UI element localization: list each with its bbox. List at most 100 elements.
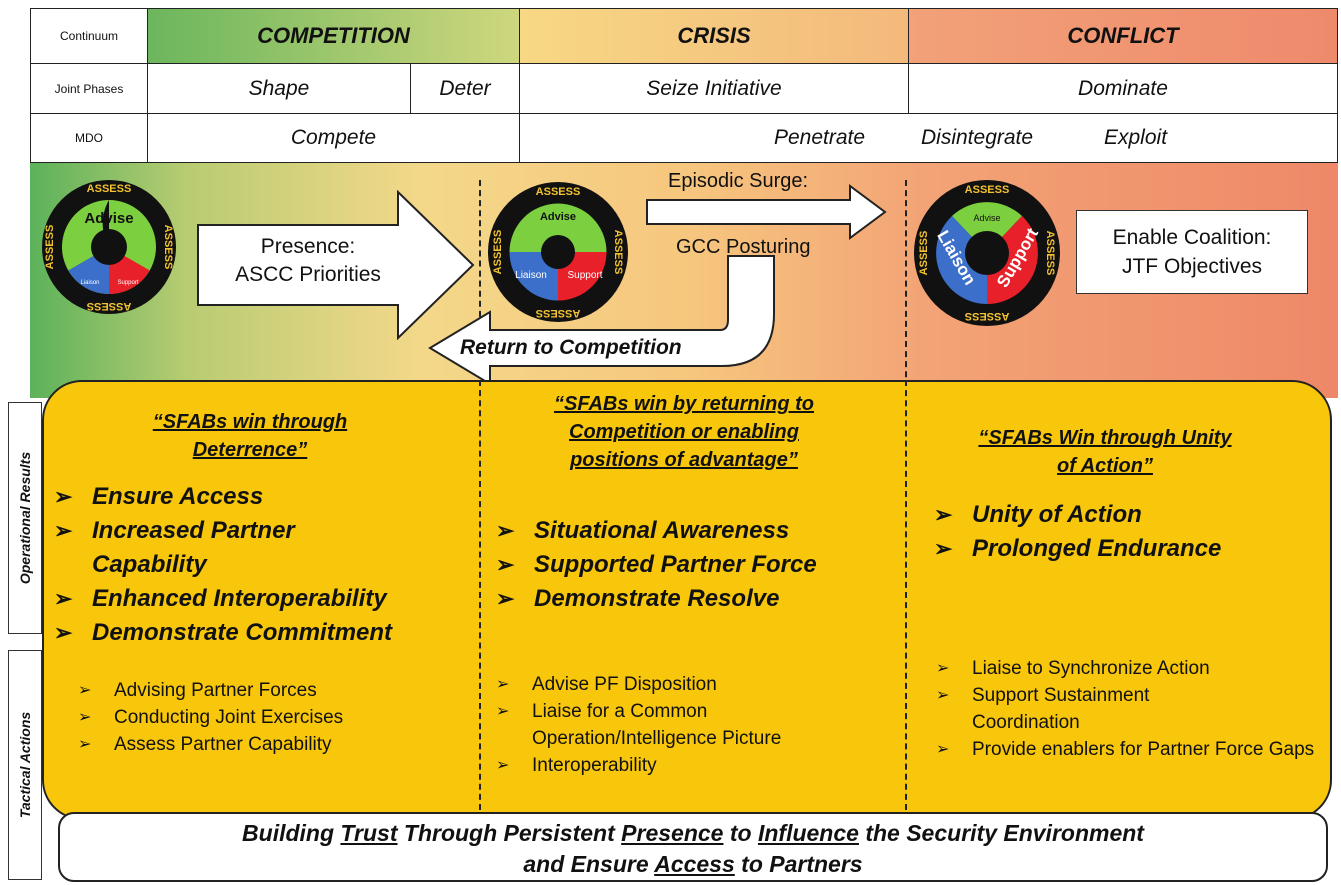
action-item: Advise PF Disposition	[492, 671, 902, 698]
mdo-penetrate: Penetrate	[774, 126, 866, 149]
assessment-wheel-conflict: ASSESS ASSESS ASSESS ASSESS Advise Liais…	[914, 180, 1060, 326]
gcc-posturing-label: GCC Posturing	[676, 236, 811, 258]
statement-text: the Security Environment	[858, 820, 1144, 846]
phase-header-table: Continuum Joint Phases MDO COMPETITION C…	[30, 8, 1338, 163]
return-to-competition-arrow	[428, 255, 775, 386]
wheel2-assess-top: ASSESS	[536, 186, 581, 198]
row-label-continuum: Continuum	[30, 8, 148, 64]
wheel3-advise-label: Advise	[973, 213, 1000, 223]
wheel-support-label: Support	[117, 280, 138, 286]
statement-text: to	[723, 820, 758, 846]
action-item: Support Sustainment Coordination	[932, 682, 1252, 736]
wheel2-liaison-label: Liaison	[515, 270, 547, 281]
quote-line: positions of advantage”	[570, 449, 798, 471]
wheel-liaison-label: Liaison	[80, 280, 99, 286]
crisis-results-list: Situational Awareness Supported Partner …	[494, 514, 904, 616]
competition-actions-list: Advising Partner Forces Conducting Joint…	[74, 677, 474, 758]
wheel-assess-top: ASSESS	[87, 183, 132, 195]
action-item: Advising Partner Forces	[74, 677, 474, 704]
quote-line: of Action”	[1057, 455, 1153, 477]
phase-shape: Shape	[147, 63, 411, 114]
result-item: Unity of Action	[932, 498, 1312, 532]
statement-text: to Partners	[734, 851, 863, 877]
operational-results-label: Operational Results	[17, 451, 34, 585]
conflict-quote: “SFABs Win through Unity of Action”	[920, 424, 1290, 480]
assessment-wheel-crisis: ASSESS ASSESS ASSESS ASSESS Advise Liais…	[488, 182, 628, 322]
competition-quote: “SFABs win through Deterrence”	[80, 408, 420, 464]
tactical-actions-sidebar: Tactical Actions	[8, 650, 42, 880]
statement-text: Building	[242, 820, 341, 846]
statement-emphasis-access: Access	[654, 851, 735, 877]
tactical-actions-label: Tactical Actions	[17, 711, 34, 819]
statement-text: Through Persistent	[397, 820, 622, 846]
action-item: Assess Partner Capability	[74, 731, 474, 758]
return-to-competition-label: Return to Competition	[460, 336, 682, 359]
enable-coalition-label: Enable Coalition:	[1112, 226, 1272, 249]
crisis-actions-list: Advise PF Disposition Liaise for a Commo…	[492, 671, 902, 779]
conflict-actions-list: Liaise to Synchronize Action Support Sus…	[932, 655, 1322, 763]
wheel3-assess-left: ASSESS	[918, 231, 930, 276]
wheel2-assess-bottom: ASSESS	[536, 307, 581, 319]
statement-emphasis-influence: Influence	[757, 820, 859, 846]
action-item: Conducting Joint Exercises	[74, 704, 474, 731]
mission-statement-line-2: and Ensure Access to Partners	[60, 849, 1326, 880]
action-item: Provide enablers for Partner Force Gaps	[932, 736, 1341, 763]
result-item: Demonstrate Resolve	[494, 582, 904, 616]
wheel2-support-label: Support	[567, 270, 602, 281]
continuum-conflict: CONFLICT	[908, 8, 1338, 64]
crisis-quote: “SFABs win by returning to Competition o…	[494, 390, 874, 474]
action-item: Liaise to Synchronize Action	[932, 655, 1322, 682]
mission-statement-line-1: Building Trust Through Persistent Presen…	[60, 818, 1326, 849]
jtf-objectives-label: JTF Objectives	[1121, 255, 1263, 278]
statement-emphasis-presence: Presence	[621, 820, 724, 846]
quote-line: “SFABs win by returning to	[553, 393, 814, 415]
wheel3-assess-top: ASSESS	[965, 184, 1010, 196]
wheel-assess-right: ASSESS	[162, 225, 174, 270]
assessment-wheel-competition: ASSESS ASSESS ASSESS ASSESS Advise Liais…	[42, 180, 176, 314]
quote-line: “SFABs win through	[152, 411, 348, 433]
quote-line: “SFABs Win through Unity	[978, 427, 1232, 449]
row-label-mdo: MDO	[30, 113, 148, 163]
wheel3-assess-bottom: ASSESS	[965, 310, 1010, 322]
competition-results-list: Ensure Access Increased Partner Capabili…	[52, 480, 477, 650]
action-item: Liaise for a Common Operation/Intelligen…	[492, 698, 882, 752]
wheel3-assess-right: ASSESS	[1044, 231, 1056, 276]
presence-arrow-text: Presence: ASCC Priorities	[208, 233, 408, 289]
continuum-crisis: CRISIS	[519, 8, 909, 64]
result-item: Supported Partner Force	[494, 548, 904, 582]
continuum-competition: COMPETITION	[147, 8, 520, 64]
presence-arrow	[197, 190, 475, 340]
result-item: Increased Partner Capability	[52, 514, 392, 582]
mdo-compete: Compete	[147, 113, 520, 163]
quote-line: Competition or enabling	[569, 421, 799, 443]
ascc-priorities-label: ASCC Priorities	[235, 263, 381, 286]
crisis-divider-lower	[479, 380, 481, 810]
enable-coalition-box: Enable Coalition: JTF Objectives	[1076, 210, 1308, 294]
phase-deter: Deter	[410, 63, 520, 114]
mission-statement-banner: Building Trust Through Persistent Presen…	[58, 812, 1328, 882]
wheel2-assess-right: ASSESS	[612, 230, 624, 275]
result-item: Ensure Access	[52, 480, 477, 514]
wheel-assess-bottom: ASSESS	[87, 300, 132, 312]
operational-results-sidebar: Operational Results	[8, 402, 42, 634]
presence-label: Presence:	[260, 235, 356, 258]
conflict-results-list: Unity of Action Prolonged Endurance	[932, 498, 1312, 566]
mdo-disintegrate: Disintegrate	[921, 126, 1034, 149]
result-item: Situational Awareness	[494, 514, 904, 548]
row-label-joint-phases: Joint Phases	[30, 63, 148, 114]
wheel-assess-left: ASSESS	[44, 225, 56, 270]
result-item: Demonstrate Commitment	[52, 616, 477, 650]
phase-dominate: Dominate	[908, 63, 1338, 114]
action-item: Interoperability	[492, 752, 902, 779]
wheel2-advise-label: Advise	[540, 211, 576, 223]
wheel-advise-label: Advise	[84, 210, 133, 227]
statement-emphasis-trust: Trust	[340, 820, 398, 846]
episodic-surge-label: Episodic Surge:	[668, 170, 809, 192]
phase-seize-initiative: Seize Initiative	[519, 63, 909, 114]
wheel2-assess-left: ASSESS	[492, 230, 504, 275]
mdo-exploit: Exploit	[1104, 126, 1168, 149]
result-item: Enhanced Interoperability	[52, 582, 477, 616]
result-item: Prolonged Endurance	[932, 532, 1312, 566]
episodic-surge-arrow	[646, 184, 887, 240]
quote-line: Deterrence”	[192, 439, 308, 461]
